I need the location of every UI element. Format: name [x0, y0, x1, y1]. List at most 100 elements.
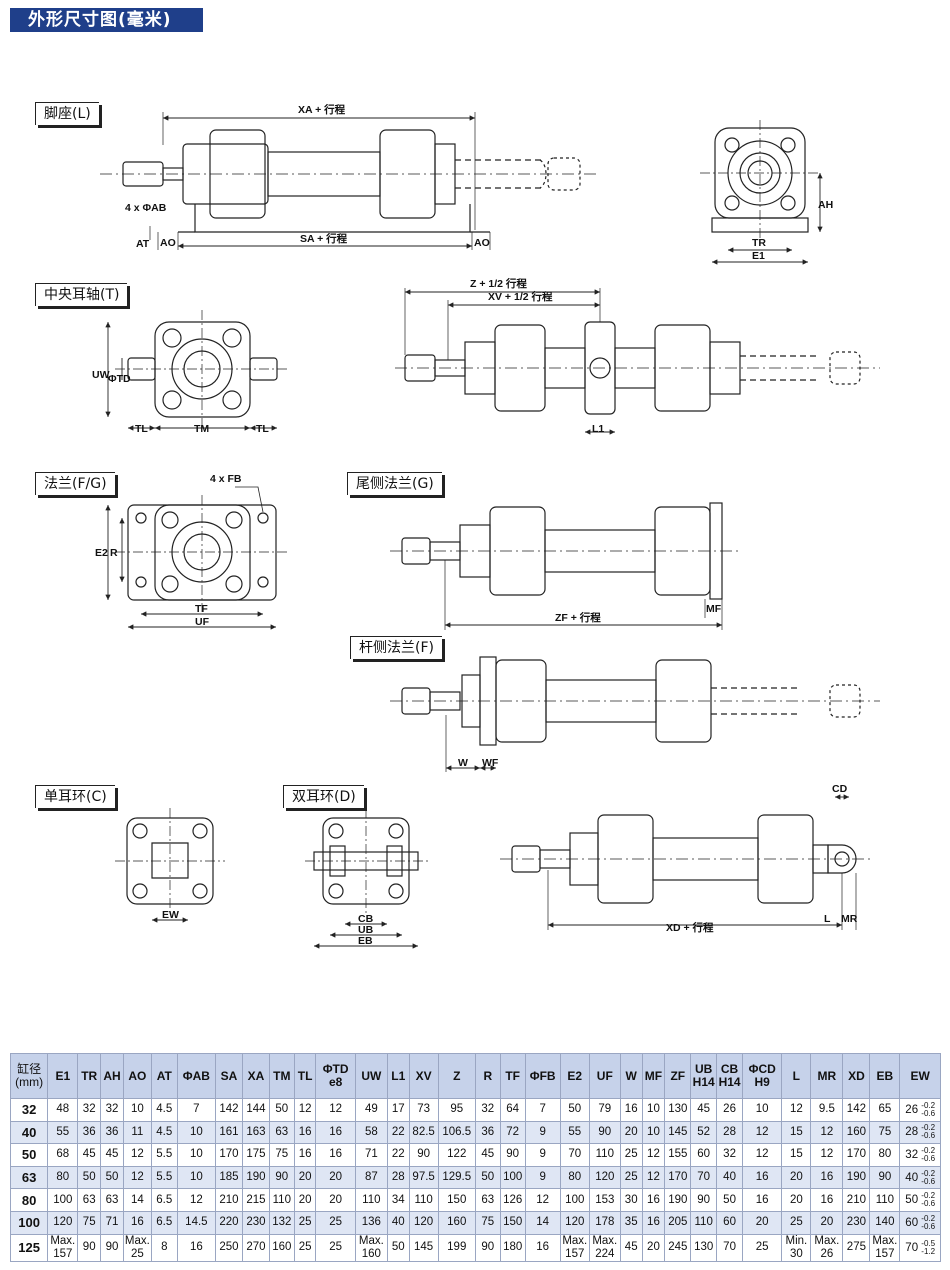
table-cell: 25 — [742, 1233, 783, 1262]
table-header-cell: W — [619, 1053, 643, 1099]
table-cell: 90 — [408, 1143, 439, 1167]
table-cell: 14 — [524, 1210, 561, 1235]
dim-ao-right: AO — [474, 237, 490, 249]
section-label-trunnion: 中央耳轴(T) — [35, 283, 128, 306]
dim-fb: 4 x FB — [210, 473, 242, 485]
table-cell: 142 — [842, 1098, 871, 1122]
table-cell: 12 — [742, 1120, 783, 1145]
table-cell: 12 — [742, 1143, 783, 1167]
table-cell: 64 — [499, 1098, 526, 1122]
table-cell: 7 — [176, 1098, 217, 1122]
table-cell: 63 — [100, 1188, 124, 1212]
clevis-side-view — [500, 794, 870, 930]
table-cell: 32 — [474, 1098, 501, 1122]
table-cell: Max.157 — [869, 1233, 901, 1262]
table-cell: 130 — [664, 1098, 692, 1122]
table-cell: 110 — [268, 1188, 295, 1212]
table-cell: 20 — [315, 1188, 356, 1212]
dim-r: R — [110, 547, 118, 559]
table-header-cell: XD — [842, 1053, 871, 1099]
table-cell: 40 — [716, 1165, 744, 1190]
table-cell: 34 — [386, 1188, 410, 1212]
dim-td: ΦTD — [108, 373, 131, 385]
table-cell: 16 — [315, 1143, 356, 1167]
table-cell: 110 — [869, 1188, 901, 1212]
table-cell: 20 — [619, 1120, 643, 1145]
table-cell: 250 — [215, 1233, 243, 1262]
table-cell: 120 — [559, 1210, 590, 1235]
table-cell: 129.5 — [437, 1165, 476, 1190]
table-cell: 16 — [293, 1120, 317, 1145]
table-cell: 90 — [474, 1233, 501, 1262]
table-cell: 40 — [386, 1210, 410, 1235]
tolerance-value: -0.2-0.6 — [921, 1123, 936, 1141]
table-header-cell: E2 — [559, 1053, 590, 1099]
table-cell: 106.5 — [437, 1120, 476, 1145]
table-header-cell: L1 — [386, 1053, 410, 1099]
table-cell: 6.5 — [150, 1188, 178, 1212]
table-cell: 63 — [9, 1165, 49, 1190]
table-cell: 9 — [524, 1120, 561, 1145]
table-header-cell: TM — [268, 1053, 295, 1099]
table-cell: 12 — [122, 1143, 152, 1167]
table-cell: 16 — [641, 1188, 666, 1212]
tolerance-value: -0.2-0.6 — [921, 1213, 936, 1231]
table-cell: 100 — [47, 1188, 79, 1212]
table-cell: Max.160 — [354, 1233, 388, 1262]
table-cell: 80 — [559, 1165, 590, 1190]
table-cell: 90 — [268, 1165, 295, 1190]
tolerance-value: -0.2-0.6 — [921, 1100, 936, 1118]
table-cell: 50 — [9, 1143, 49, 1167]
dimension-drawings: XA + 行程 SA + 行程 4 x ΦAB AT AO AO AH TR E… — [92, 103, 880, 949]
table-cell: 14 — [122, 1188, 152, 1212]
table-cell: Max.26 — [810, 1233, 844, 1262]
table-header-cell: TF — [499, 1053, 526, 1099]
dim-xa: XA + 行程 — [298, 103, 346, 116]
trunnion-end-view — [105, 310, 290, 431]
table-cell: 28 — [386, 1165, 410, 1190]
dim-cb: CB — [358, 913, 374, 925]
tolerance-value: -0.5-1.2 — [921, 1238, 936, 1256]
dim-uw: UW — [92, 369, 110, 381]
table-cell: 32 — [77, 1098, 102, 1122]
table-cell: 110 — [588, 1143, 621, 1167]
table-cell: 50 — [386, 1233, 410, 1262]
table-cell: 45 — [690, 1098, 718, 1122]
table-cell: 87 — [354, 1165, 388, 1190]
table-cell: 110 — [690, 1210, 718, 1235]
table-cell: 90 — [869, 1165, 901, 1190]
dim-mf: MF — [706, 603, 722, 615]
table-cell: 230 — [241, 1210, 270, 1235]
section-label-rear-flange: 尾侧法兰(G) — [347, 472, 442, 495]
table-cell: 60 — [716, 1210, 744, 1235]
dim-eb: EB — [358, 935, 373, 947]
table-cell: 160 — [437, 1210, 476, 1235]
table-cell: 144 — [241, 1098, 270, 1122]
table-cell: 71 — [100, 1210, 124, 1235]
dim-xv: XV + 1/2 行程 — [488, 290, 553, 303]
table-cell: 16 — [619, 1098, 643, 1122]
section-label-flange: 法兰(F/G) — [35, 472, 115, 495]
table-cell: 25 — [619, 1143, 643, 1167]
table-cell: Min.30 — [781, 1233, 812, 1262]
table-cell: 130 — [690, 1233, 718, 1262]
double-clevis-end-view — [305, 808, 428, 949]
dim-ao-left: AO — [160, 237, 176, 249]
table-cell: 50 -0.2-0.6 — [899, 1188, 941, 1212]
table-cell: 16 — [293, 1143, 317, 1167]
table-cell: 120 — [408, 1210, 439, 1235]
table-cell: 26 — [716, 1098, 744, 1122]
table-cell: 12 — [641, 1165, 666, 1190]
table-cell: 90 — [499, 1143, 526, 1167]
section-label-rod-flange: 杆侧法兰(F) — [350, 636, 442, 659]
dim-uf: UF — [195, 616, 210, 628]
table-cell: 90 — [588, 1120, 621, 1145]
table-cell: 97.5 — [408, 1165, 439, 1190]
table-cell: Max.157 — [47, 1233, 79, 1262]
table-cell: 25 — [315, 1233, 356, 1262]
table-cell: 12 — [176, 1188, 217, 1212]
section-label-single-clevis: 单耳环(C) — [35, 785, 115, 808]
